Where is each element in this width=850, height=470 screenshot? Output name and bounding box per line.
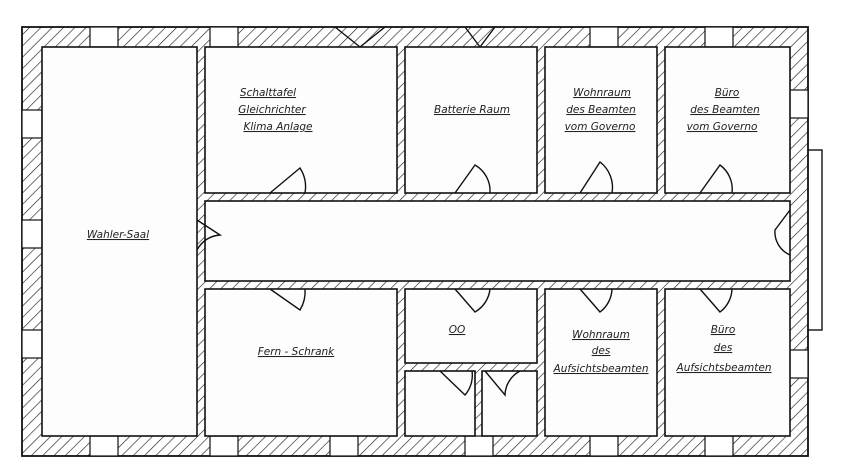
room-fern-schrank	[204, 288, 398, 437]
label-schalttafel-2: Gleichrichter	[238, 104, 306, 116]
room-wohnraum-aufsicht	[544, 288, 658, 437]
label-wc: OO	[449, 324, 466, 336]
room-buero-aufsicht	[664, 288, 791, 437]
windows	[21, 26, 809, 457]
label-wohnraum-aufsicht-1: Wohnraum	[572, 329, 630, 341]
label-buero-governo-2: des Beamten	[690, 104, 760, 116]
label-fern-schrank: Fern - Schrank	[258, 346, 335, 358]
label-schalttafel-3: Klima Anlage	[243, 121, 312, 133]
label-schalttafel-1: Schalttafel	[240, 87, 296, 99]
label-waehler-saal: Wahler-Saal	[87, 229, 149, 241]
doors	[196, 26, 791, 397]
room-wc	[404, 288, 538, 364]
room-schalttafel	[204, 46, 398, 194]
label-wohnraum-governo-1: Wohnraum	[573, 87, 631, 99]
label-wohnraum-aufsicht-2: des	[592, 345, 611, 357]
label-wohnraum-governo-2: des Beamten	[566, 104, 636, 116]
label-wohnraum-aufsicht-3: Aufsichtsbeamten	[553, 363, 649, 375]
label-buero-aufsicht-1: Büro	[711, 324, 736, 336]
room-buero-governo	[664, 46, 791, 194]
room-waehler-saal	[41, 46, 198, 437]
corridor	[204, 200, 791, 282]
label-buero-governo-1: Büro	[715, 87, 740, 99]
room-batterie	[404, 46, 538, 194]
room-wohnraum-governo	[544, 46, 658, 194]
room-toilet-1	[404, 370, 476, 437]
label-buero-aufsicht-3: Aufsichtsbeamten	[676, 362, 772, 374]
label-wohnraum-governo-3: vom Governo	[565, 121, 636, 133]
label-buero-aufsicht-2: des	[714, 342, 733, 354]
room-toilet-2	[481, 370, 538, 437]
label-batterie: Batterie Raum	[434, 104, 510, 116]
label-buero-governo-3: vom Governo	[687, 121, 758, 133]
